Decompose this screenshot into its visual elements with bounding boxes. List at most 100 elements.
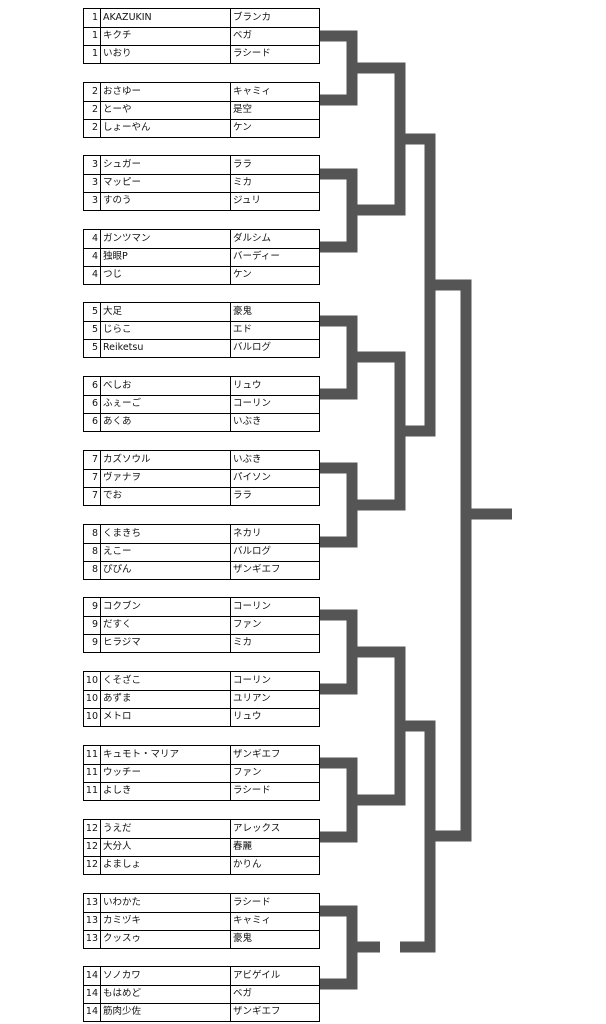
bracket-line bbox=[430, 279, 472, 842]
team-number: 7 bbox=[84, 469, 101, 487]
bracket-line bbox=[320, 609, 358, 695]
row-divider bbox=[84, 395, 319, 396]
team-number: 8 bbox=[84, 543, 101, 561]
row-divider bbox=[84, 561, 319, 562]
player-character: 豪鬼 bbox=[230, 303, 319, 321]
row-divider bbox=[84, 782, 319, 783]
player-character: ブランカ bbox=[230, 9, 319, 27]
row-divider bbox=[84, 469, 319, 470]
player-name: おさゆー bbox=[103, 86, 142, 97]
row-divider bbox=[84, 27, 319, 28]
team-number: 3 bbox=[84, 192, 101, 210]
player-name: もはめど bbox=[103, 988, 142, 999]
player-name: しょーやん bbox=[103, 122, 151, 133]
team-number: 12 bbox=[84, 820, 101, 838]
player-name: よしき bbox=[103, 785, 132, 796]
bracket-line bbox=[352, 62, 406, 216]
player-name: 大足 bbox=[103, 306, 123, 317]
player-name: メトロ bbox=[103, 711, 132, 722]
player-character: ケン bbox=[230, 266, 319, 284]
player-character: キャミィ bbox=[230, 83, 319, 101]
player-character: ララ bbox=[230, 156, 319, 174]
player-character: アビゲイル bbox=[230, 967, 319, 985]
player-name: ガンツマン bbox=[103, 233, 151, 244]
player-character: アレックス bbox=[230, 820, 319, 838]
row-divider bbox=[84, 339, 319, 340]
team-number: 11 bbox=[84, 746, 101, 764]
team-number: 12 bbox=[84, 856, 101, 874]
bracket-line bbox=[320, 905, 358, 990]
row-divider bbox=[84, 912, 319, 913]
bracket-line bbox=[320, 30, 358, 106]
row-divider bbox=[84, 248, 319, 249]
row-divider bbox=[84, 985, 319, 986]
row-divider bbox=[84, 708, 319, 709]
player-name: キクチ bbox=[103, 30, 132, 41]
player-character: コーリン bbox=[230, 395, 319, 413]
team-number: 4 bbox=[84, 230, 101, 248]
team-number: 2 bbox=[84, 119, 101, 137]
row-divider bbox=[84, 543, 319, 544]
player-character: いぶき bbox=[230, 451, 319, 469]
team-number: 5 bbox=[84, 339, 101, 357]
player-name: べしお bbox=[103, 380, 132, 391]
team-number: 6 bbox=[84, 413, 101, 431]
player-name: ヒラジマ bbox=[103, 637, 141, 648]
player-character: バーディー bbox=[230, 248, 319, 266]
player-name: つじ bbox=[103, 269, 123, 280]
player-character: ベガ bbox=[230, 985, 319, 1003]
row-divider bbox=[84, 487, 319, 488]
player-character: バルログ bbox=[230, 339, 319, 357]
player-character: リュウ bbox=[230, 708, 319, 726]
player-character: パイソン bbox=[230, 469, 319, 487]
team-number: 1 bbox=[84, 45, 101, 63]
bracket-line bbox=[320, 462, 358, 548]
player-character: ファン bbox=[230, 764, 319, 782]
player-name: えこー bbox=[103, 546, 132, 557]
team-number: 6 bbox=[84, 377, 101, 395]
row-divider bbox=[84, 1003, 319, 1004]
team-number: 5 bbox=[84, 321, 101, 339]
player-name: AKAZUKIN bbox=[103, 12, 152, 23]
row-divider bbox=[84, 321, 319, 322]
team-number: 1 bbox=[84, 9, 101, 27]
player-name: クッスゥ bbox=[103, 933, 142, 944]
team-number: 10 bbox=[84, 672, 101, 690]
team-number: 14 bbox=[84, 1003, 101, 1021]
player-name: あずま bbox=[103, 693, 132, 704]
row-divider bbox=[84, 119, 319, 120]
row-divider bbox=[84, 266, 319, 267]
bracket-line bbox=[320, 315, 358, 400]
row-divider bbox=[84, 192, 319, 193]
team-number: 11 bbox=[84, 764, 101, 782]
player-name: 筋肉少佐 bbox=[103, 1006, 142, 1017]
player-name: だすく bbox=[103, 619, 132, 630]
player-name: ウッチー bbox=[103, 767, 142, 778]
